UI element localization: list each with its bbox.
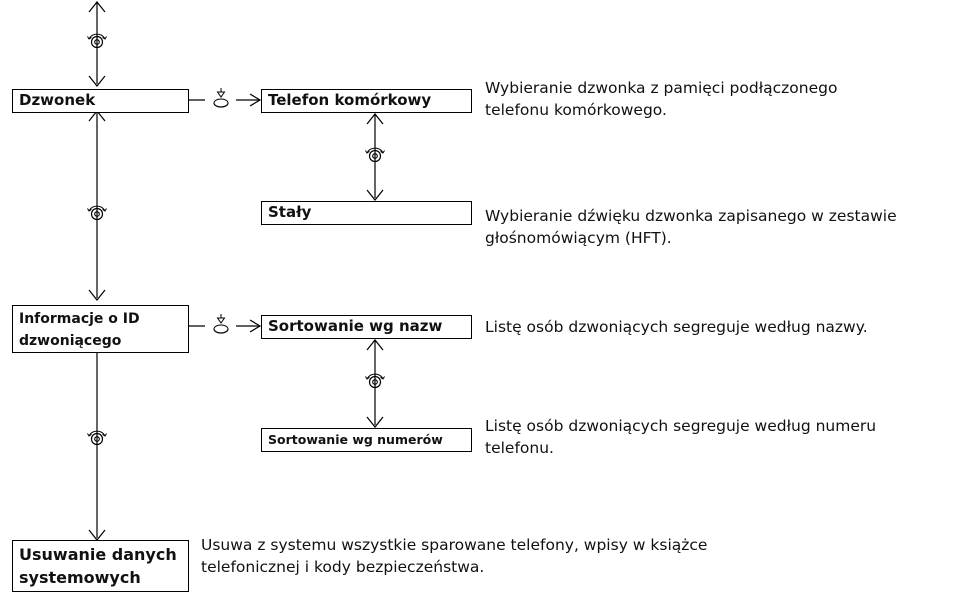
- menu-label-informacje-line1: Informacje o ID: [19, 311, 140, 327]
- description-line: Listę osób dzwoniących segreguje według …: [485, 417, 877, 435]
- menu-label-sortowanie-nazw: Sortowanie wg nazw: [268, 317, 443, 335]
- menu-label-staly: Stały: [268, 203, 312, 221]
- menu-box-dzwonek: Dzwonek: [12, 89, 189, 113]
- menu-label-informacje-line2: dzwoniącego: [19, 333, 122, 349]
- informacje-sortowanie-connector: [188, 319, 262, 333]
- menu-box-telefon-komorkowy: Telefon komórkowy: [261, 89, 472, 113]
- menu-label-sortowanie-numerow: Sortowanie wg numerów: [268, 432, 443, 447]
- description-sortowanie-numerow: Listę osób dzwoniących segreguje według …: [485, 415, 965, 459]
- menu-box-sortowanie-nazw: Sortowanie wg nazw: [261, 315, 472, 339]
- menu-label-dzwonek: Dzwonek: [19, 91, 96, 109]
- nazw-numerow-connector: [366, 339, 384, 428]
- menu-label-usuwanie-line1: Usuwanie danych: [19, 545, 177, 564]
- description-sortowanie-nazw: Listę osób dzwoniących segreguje według …: [485, 316, 965, 338]
- description-line: telefonu.: [485, 439, 554, 457]
- description-line: Usuwa z systemu wszystkie sparowane tele…: [201, 536, 708, 554]
- dzwonek-informacje-connector: [88, 110, 106, 301]
- description-line: Listę osób dzwoniących segreguje według …: [485, 318, 868, 336]
- description-line: telefonicznej i kody bezpieczeństwa.: [201, 558, 485, 576]
- telefon-staly-connector: [366, 113, 384, 201]
- menu-label-telefon-komorkowy: Telefon komórkowy: [268, 91, 432, 109]
- menu-box-informacje-id: Informacje o ID dzwoniącego: [12, 305, 189, 353]
- description-staly: Wybieranie dźwięku dzwonka zapisanego w …: [485, 205, 965, 249]
- menu-box-usuwanie: Usuwanie danych systemowych: [12, 540, 189, 592]
- menu-box-sortowanie-numerow: Sortowanie wg numerów: [261, 428, 472, 452]
- description-line: głośnomówiącym (HFT).: [485, 229, 672, 247]
- description-line: Wybieranie dzwonka z pamięci podłączoneg…: [485, 79, 838, 97]
- description-line: Wybieranie dźwięku dzwonka zapisanego w …: [485, 207, 897, 225]
- description-telefon-komorkowy: Wybieranie dzwonka z pamięci podłączoneg…: [485, 77, 965, 121]
- push-knob-icon: [213, 87, 229, 108]
- menu-box-staly: Stały: [261, 201, 472, 225]
- informacje-usuwanie-connector: [88, 331, 106, 541]
- top-connector: [88, 1, 106, 87]
- push-knob-icon: [213, 313, 229, 334]
- description-line: telefonu komórkowego.: [485, 101, 667, 119]
- dzwonek-telefon-connector: [188, 93, 262, 107]
- description-usuwanie: Usuwa z systemu wszystkie sparowane tele…: [201, 534, 881, 578]
- menu-label-usuwanie-line2: systemowych: [19, 568, 141, 587]
